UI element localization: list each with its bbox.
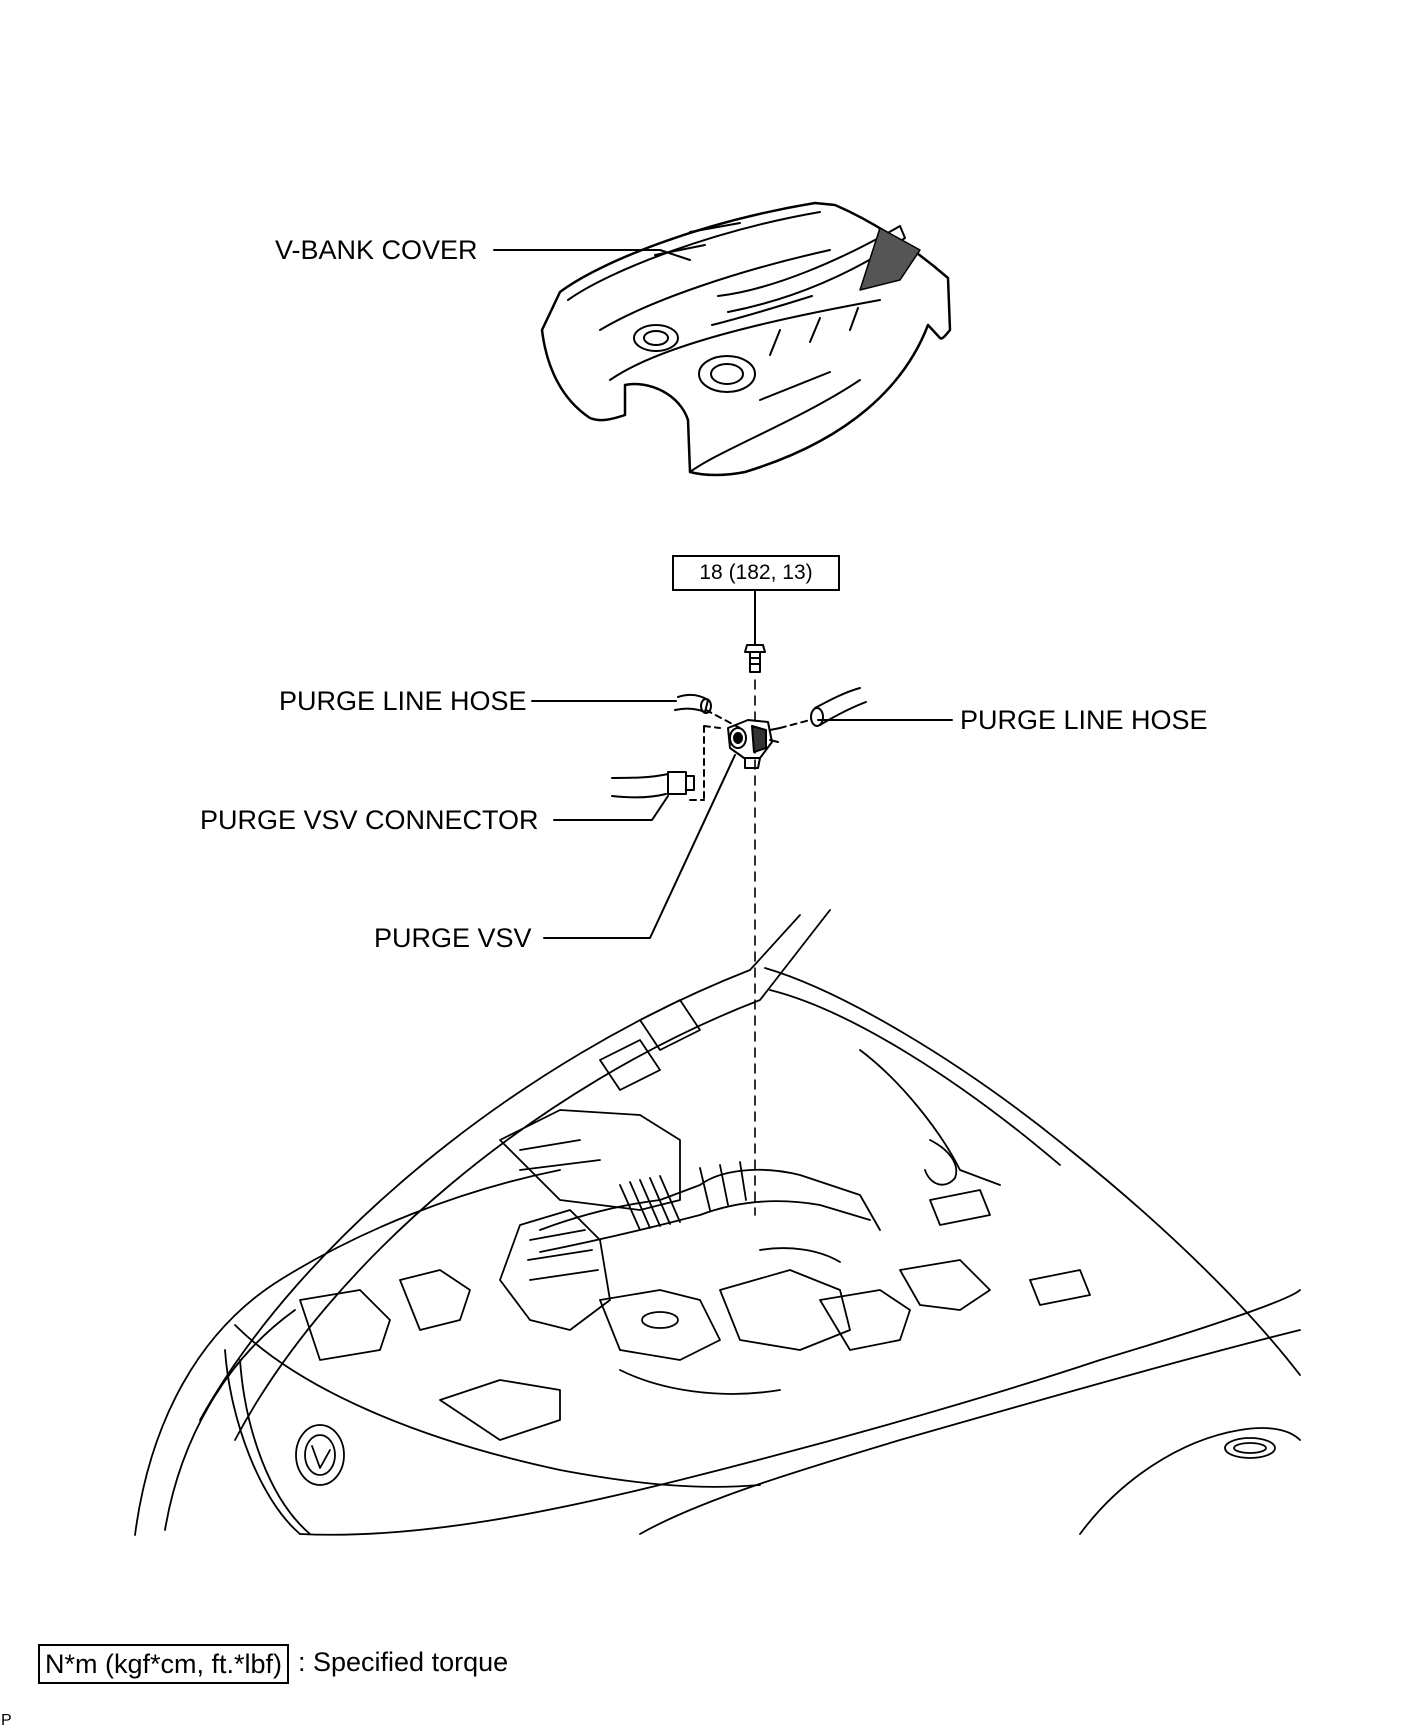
purge-vsv-label: PURGE VSV xyxy=(374,923,532,953)
torque-unit-legend-box: N*m (kgf*cm, ft.*lbf) xyxy=(38,1644,290,1684)
purge-line-hose-right-label: PURGE LINE HOSE xyxy=(960,705,1208,735)
purge-line-hose-left-label: PURGE LINE HOSE xyxy=(279,686,527,716)
corner-mark: P xyxy=(1,1712,12,1729)
purge-line-hose-left-drawing xyxy=(674,693,712,714)
purge-line-hose-right-drawing xyxy=(810,687,867,727)
v-bank-cover-drawing xyxy=(540,201,952,477)
torque-value-box: 18 (182, 13) xyxy=(672,555,840,591)
purge-vsv-drawing xyxy=(727,719,781,769)
vehicle-engine-bay-drawing xyxy=(134,909,1301,1536)
purge-vsv-leader xyxy=(543,754,736,939)
torque-legend-description: : Specified torque xyxy=(298,1647,509,1677)
purge-vsv-connector-label: PURGE VSV CONNECTOR xyxy=(200,805,539,835)
bolt-drawing xyxy=(744,644,766,673)
purge-vsv-connector-drawing xyxy=(611,771,695,799)
v-bank-cover-label: V-BANK COVER xyxy=(275,235,478,265)
